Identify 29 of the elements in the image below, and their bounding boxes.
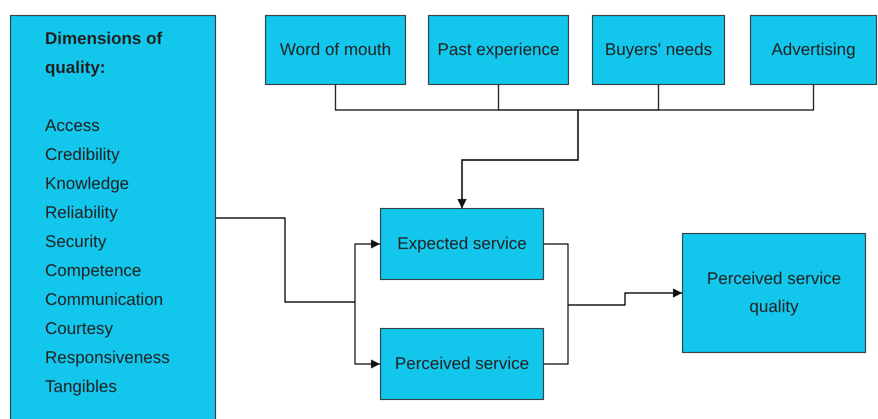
list-item: Competence [45, 260, 142, 282]
process-box [682, 233, 866, 353]
box-label: Perceived service [394, 353, 530, 375]
process-box [380, 208, 544, 280]
list-item: Responsiveness [45, 347, 170, 369]
list-item: Credibility [45, 144, 120, 166]
list-item: Reliability [45, 202, 118, 224]
box-label: Perceived service quality [706, 268, 842, 318]
box-label: Word of mouth [280, 39, 392, 61]
list-item: Knowledge [45, 173, 130, 195]
box-label: Buyers' needs [604, 39, 712, 61]
box-label: Past experience [438, 39, 560, 61]
list-item: Courtesy [45, 318, 114, 340]
connector-arrow [216, 217, 380, 368]
connector-arrow [544, 288, 682, 365]
process-box [428, 15, 569, 85]
process-box [380, 328, 544, 400]
process-box [592, 15, 725, 85]
list-heading: Dimensions of quality: [45, 28, 164, 79]
list-item: Tangibles [45, 376, 117, 398]
process-box [750, 15, 877, 85]
list-item: Communication [45, 289, 164, 311]
list-item: Access [45, 115, 100, 137]
quality-dimensions-box [10, 15, 216, 419]
connector-arrow [458, 85, 814, 208]
list-item: Security [45, 231, 106, 253]
process-box [265, 15, 406, 85]
box-label: Expected service [397, 233, 527, 255]
box-label: Advertising [771, 39, 856, 61]
